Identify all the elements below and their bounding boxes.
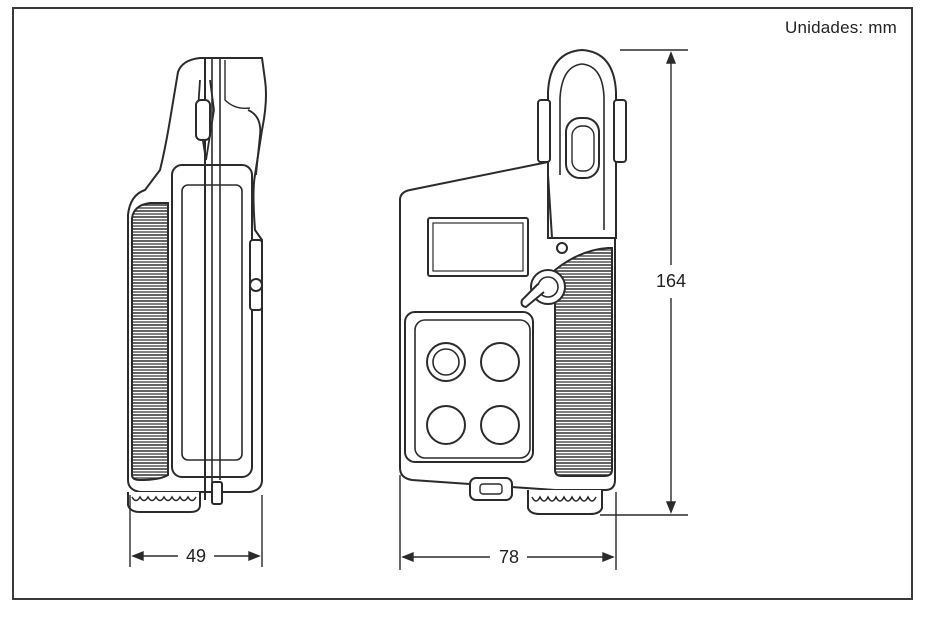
front-display bbox=[427, 217, 529, 277]
dimension-width-front bbox=[399, 475, 617, 570]
front-button-panel bbox=[404, 311, 534, 463]
units-label: Unidades: mm bbox=[785, 18, 897, 37]
side-view bbox=[127, 57, 267, 513]
dimension-height bbox=[600, 49, 688, 516]
front-grip bbox=[554, 247, 613, 477]
side-grip bbox=[131, 202, 169, 482]
dimension-width-side bbox=[129, 495, 263, 567]
front-button-3 bbox=[426, 405, 466, 445]
drawing-frame bbox=[12, 7, 913, 600]
front-view bbox=[399, 48, 627, 515]
front-button-4 bbox=[480, 405, 520, 445]
front-bottom-clip bbox=[469, 477, 513, 501]
front-button-2 bbox=[480, 342, 520, 382]
dimension-label-78: 78 bbox=[499, 547, 519, 567]
dimension-label-164: 164 bbox=[656, 271, 686, 291]
front-dial bbox=[527, 490, 603, 515]
dimension-label-49: 49 bbox=[186, 546, 206, 566]
front-jaw-slot bbox=[565, 117, 600, 179]
side-dial bbox=[127, 492, 201, 513]
